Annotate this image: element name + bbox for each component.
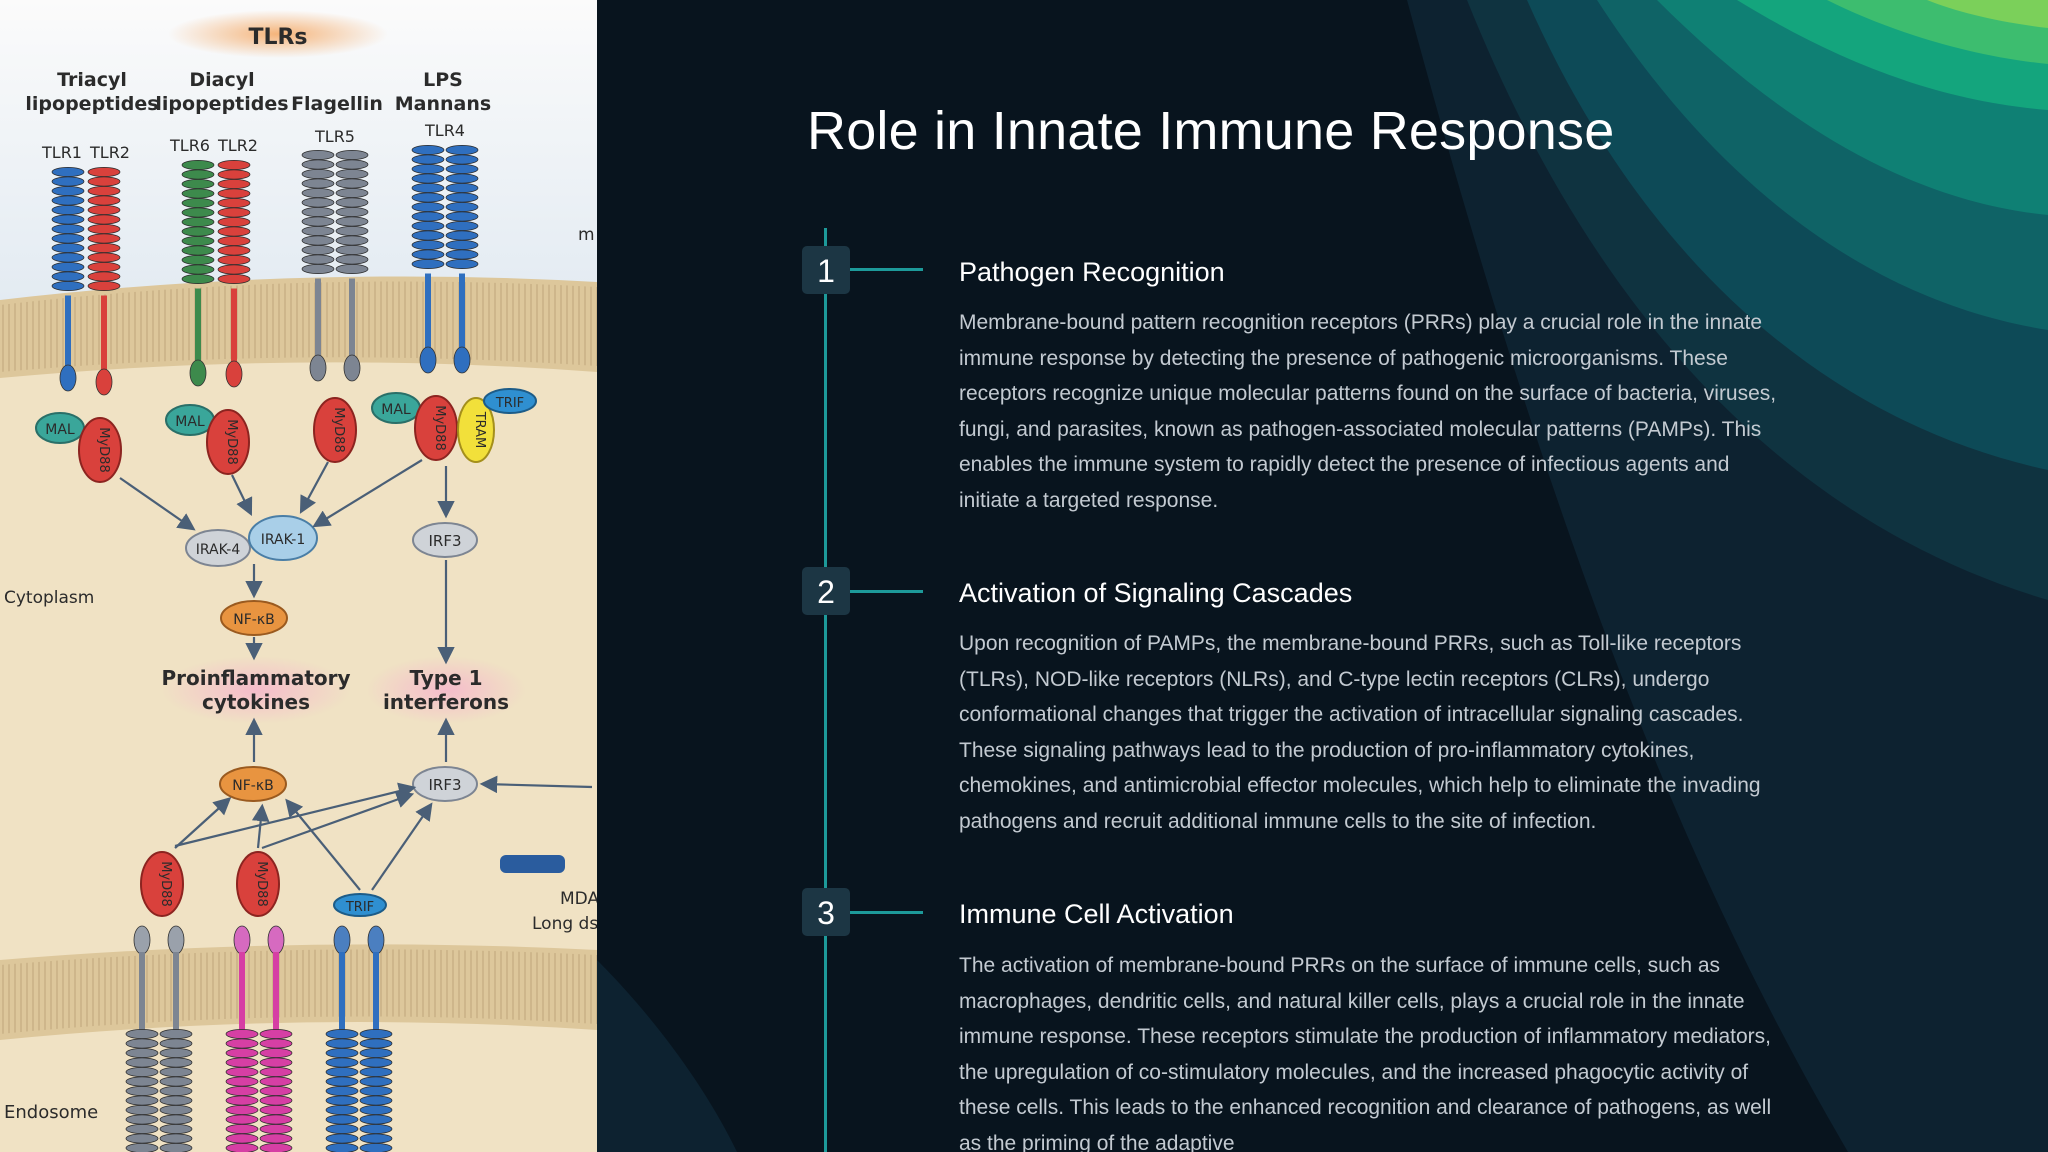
mda5-receptor — [500, 855, 565, 873]
step-1-number-badge: 1 — [802, 246, 850, 294]
tlr-pathway-figure: TLRs Triacyl lipopeptides Diacyl lipopep… — [0, 0, 597, 1152]
interferons-label-1: Type 1 — [409, 666, 482, 690]
step-3-title: Immune Cell Activation — [959, 899, 1234, 930]
label-tlr5: TLR5 — [314, 127, 355, 146]
step-1-title: Pathogen Recognition — [959, 257, 1225, 288]
step-2-connector — [850, 590, 923, 593]
trif-label-2: TRIF — [345, 900, 374, 915]
myd88-label-6: MyD88 — [254, 861, 269, 906]
step-3-connector — [850, 911, 923, 914]
myd88-label-3: MyD88 — [331, 407, 346, 452]
tlr-pathway-diagram: TLRs Triacyl lipopeptides Diacyl lipopep… — [0, 0, 597, 1152]
slide-title: Role in Innate Immune Response — [807, 100, 1614, 162]
trif-label-1: TRIF — [495, 396, 524, 411]
label-tlr6: TLR6 — [169, 136, 210, 155]
ligand-triacyl-2: lipopeptides — [25, 93, 158, 115]
step-3-number-badge: 3 — [802, 888, 850, 936]
cytoplasm-label: Cytoplasm — [4, 588, 94, 608]
proinflammatory-label-2: cytokines — [202, 690, 310, 714]
irak4-label: IRAK-4 — [196, 542, 241, 558]
label-tlr2-b: TLR2 — [217, 136, 258, 155]
tram-label: TRAM — [472, 411, 487, 449]
ligand-mannans: Mannans — [395, 93, 491, 115]
mal-label-3: MAL — [381, 402, 411, 418]
step-1-body: Membrane-bound pattern recognition recep… — [959, 305, 1789, 519]
endosome-label: Endosome — [4, 1102, 98, 1123]
tlrs-header: TLRs — [248, 25, 307, 50]
ligand-diacyl-2: lipopeptides — [155, 93, 288, 115]
step-2-body: Upon recognition of PAMPs, the membrane-… — [959, 626, 1789, 840]
ligand-diacyl-1: Diacyl — [189, 69, 254, 91]
myd88-label-2: MyD88 — [224, 419, 239, 464]
step-2-title: Activation of Signaling Cascades — [959, 578, 1352, 609]
step-2-number-badge: 2 — [802, 567, 850, 615]
nfkb-lower-label: NF-κB — [232, 778, 273, 794]
step-1-connector — [850, 268, 923, 271]
ligand-flagellin: Flagellin — [291, 93, 383, 115]
mda-label: MDA — [560, 889, 597, 909]
irf3-lower-label: IRF3 — [428, 776, 461, 794]
mal-label-2: MAL — [175, 414, 205, 430]
timeline-line — [824, 228, 827, 1152]
myd88-label-4: MyD88 — [432, 405, 447, 450]
myd88-label-1: MyD88 — [96, 427, 111, 472]
cut-label-m: m — [578, 225, 595, 245]
proinflammatory-label-1: Proinflammatory — [161, 666, 350, 690]
slide-panel: Role in Innate Immune Response 1 Pathoge… — [597, 0, 2048, 1152]
irak1-label: IRAK-1 — [261, 532, 306, 548]
mal-label-1: MAL — [45, 422, 75, 438]
interferons-label-2: interferons — [383, 690, 509, 714]
step-3-body: The activation of membrane-bound PRRs on… — [959, 948, 1789, 1152]
nfkb-upper-label: NF-κB — [233, 612, 274, 628]
ligand-triacyl-1: Triacyl — [57, 69, 127, 91]
long-ds-label: Long ds — [532, 914, 597, 934]
ligand-lps: LPS — [423, 69, 463, 91]
label-tlr4: TLR4 — [424, 121, 465, 140]
irf3-upper-label: IRF3 — [428, 532, 461, 550]
label-tlr2-a: TLR2 — [89, 143, 130, 162]
myd88-label-5: MyD88 — [158, 861, 173, 906]
label-tlr1: TLR1 — [41, 143, 82, 162]
